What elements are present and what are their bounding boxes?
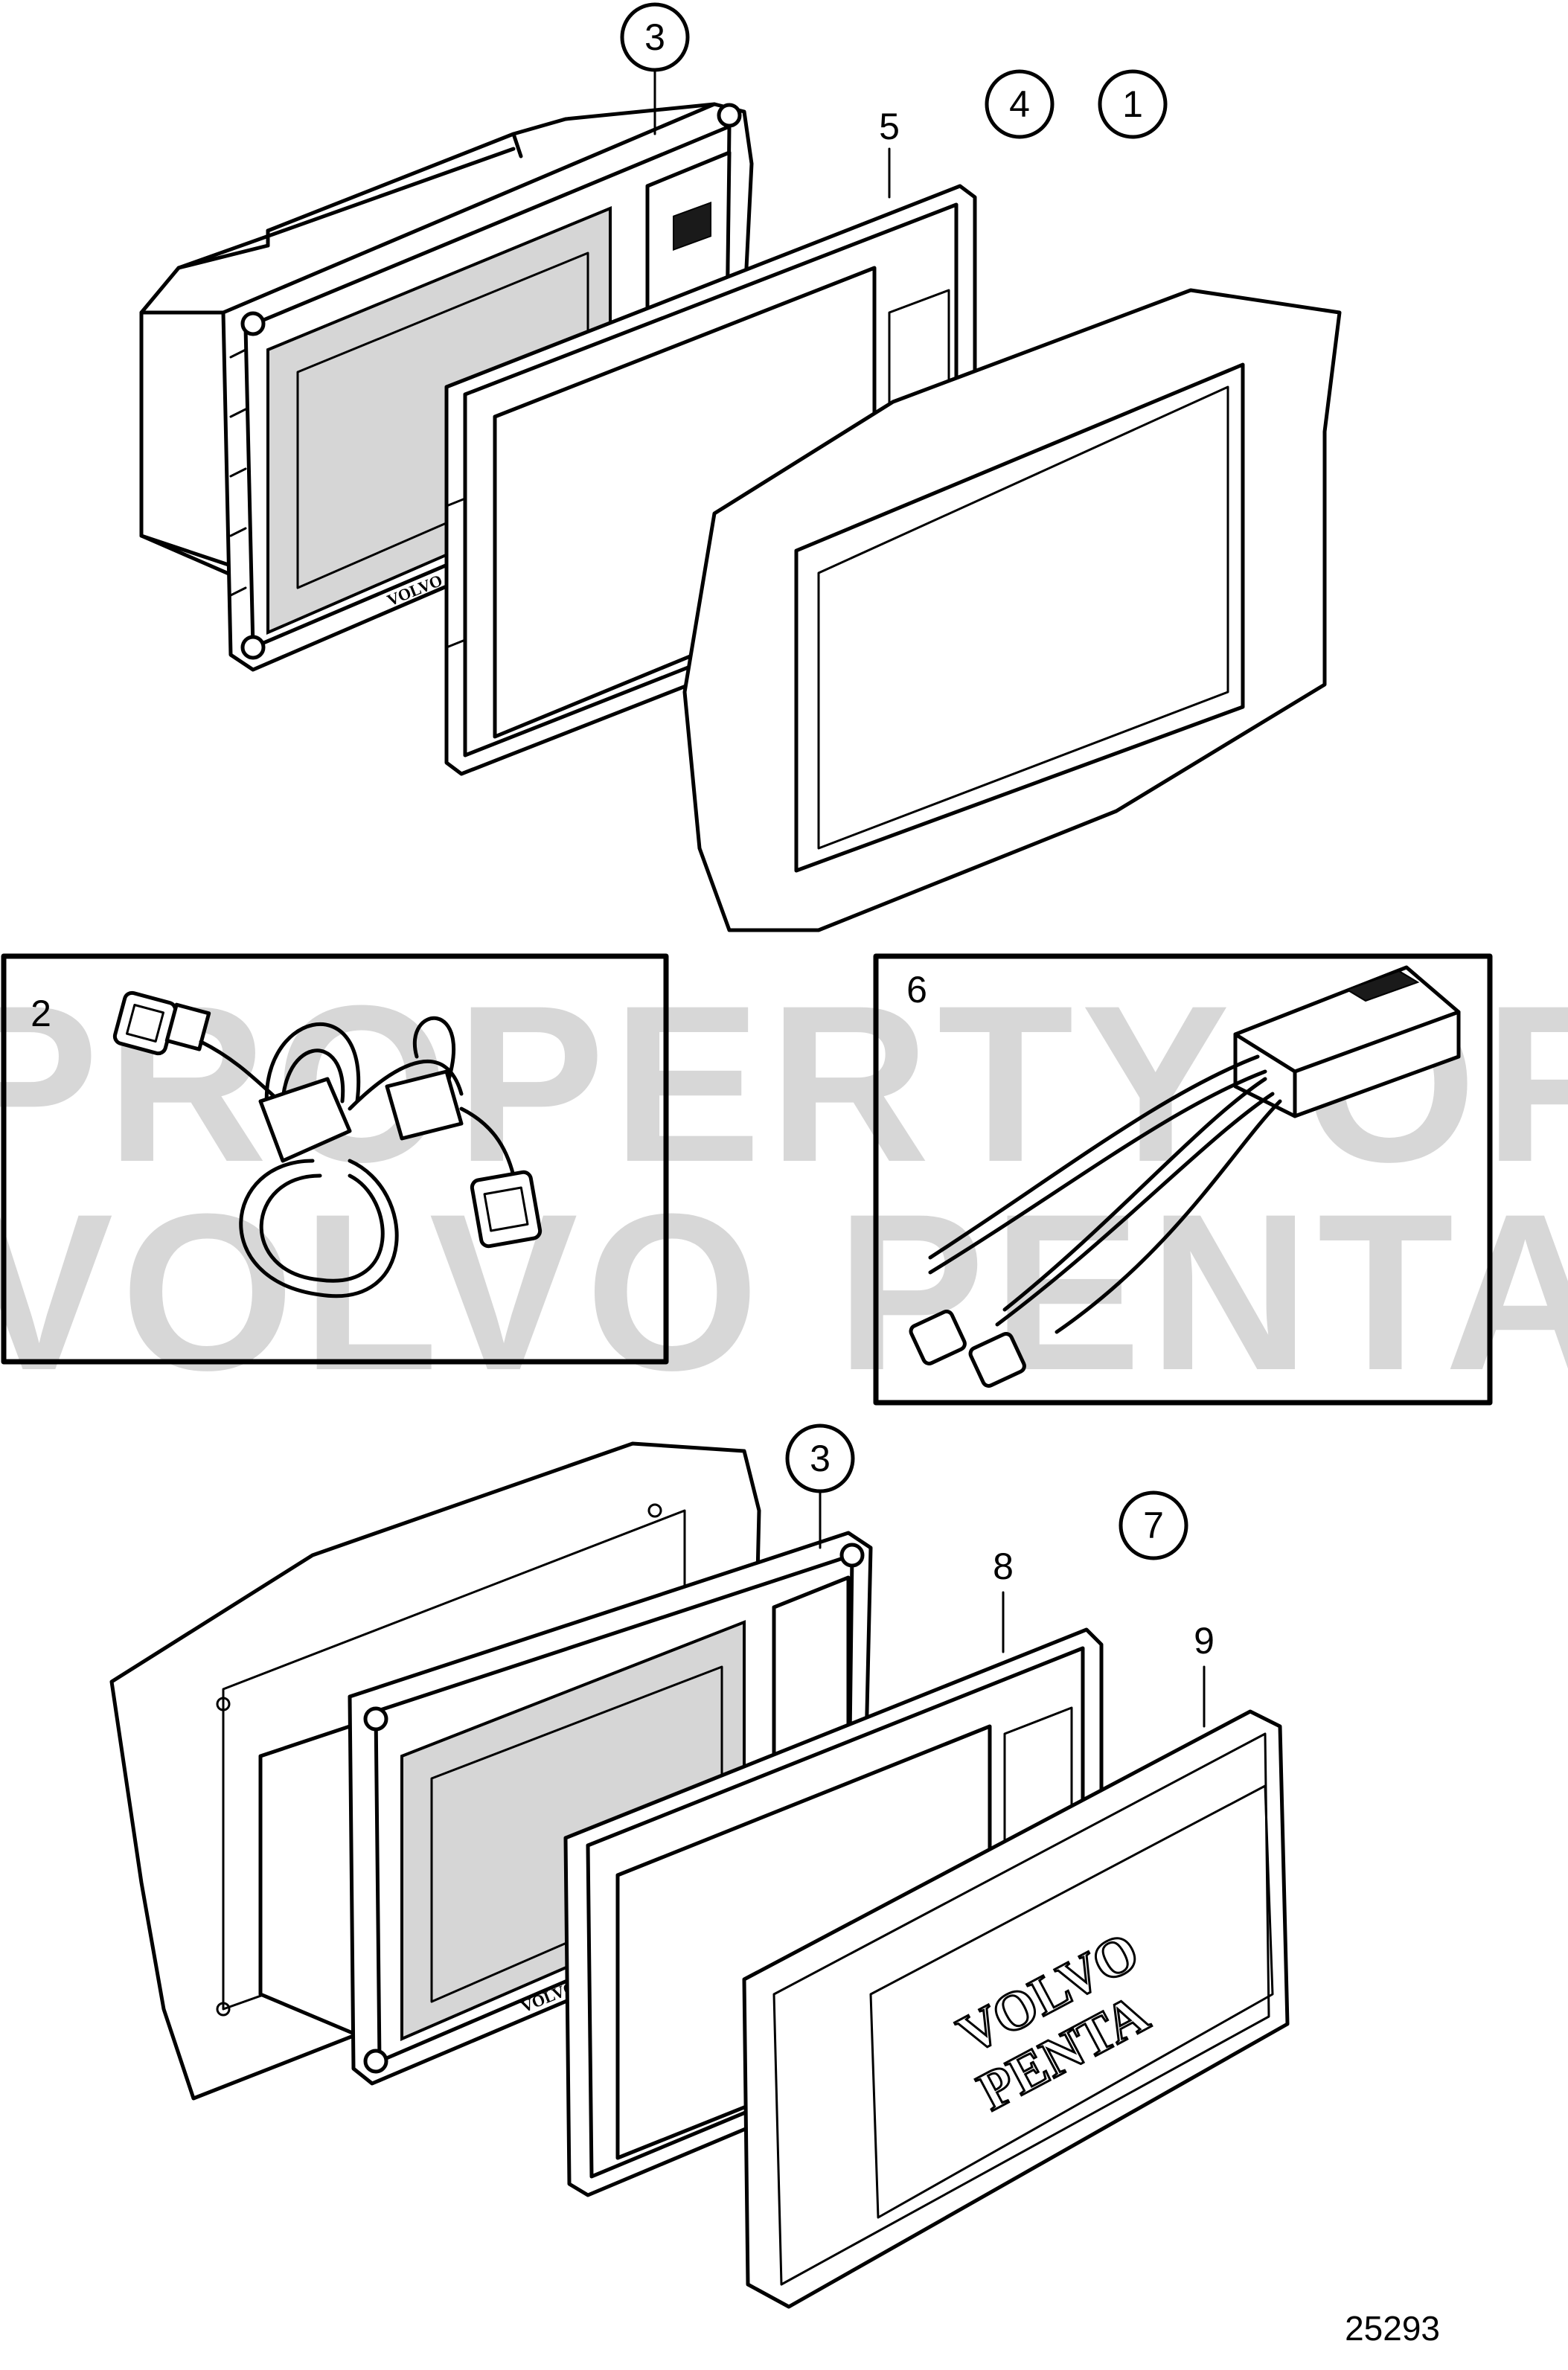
watermark-line-2: VOLVO PENTA bbox=[0, 1167, 1568, 1417]
callout-6-label: 6 bbox=[906, 969, 927, 1011]
harness-box: 2 bbox=[1, 953, 669, 1365]
callout-1: 1 bbox=[1098, 69, 1168, 139]
callout-5: 5 bbox=[879, 106, 900, 199]
callout-7: 7 bbox=[1119, 1490, 1188, 1560]
callout-9-label: 9 bbox=[1194, 1620, 1215, 1662]
callout-4: 4 bbox=[985, 69, 1055, 139]
mounting-gasket-top bbox=[682, 288, 1342, 932]
callout-8-label: 8 bbox=[993, 1546, 1014, 1587]
callout-8: 8 bbox=[993, 1546, 1014, 1653]
callout-2-label: 2 bbox=[31, 993, 51, 1034]
sun-cover-bottom: VOLVO PENTA bbox=[742, 1709, 1290, 2309]
callout-9: 9 bbox=[1194, 1620, 1215, 1728]
top-assembly: VOLVO 3 4 1 bbox=[139, 2, 1342, 932]
callout-4-label: 4 bbox=[1009, 83, 1030, 125]
bottom-assembly: VOLVO VOLVO PENTA 3 7 bbox=[109, 1423, 1290, 2309]
drawing-number: 25293 bbox=[1345, 2309, 1440, 2348]
callout-3-top-label: 3 bbox=[644, 16, 665, 58]
callout-3-bottom: 3 bbox=[785, 1423, 855, 1549]
callout-3-top: 3 bbox=[620, 2, 690, 135]
adapter-box: 6 bbox=[873, 953, 1493, 1406]
callout-7-label: 7 bbox=[1143, 1505, 1164, 1546]
callout-5-label: 5 bbox=[879, 106, 900, 147]
callout-3-bottom-label: 3 bbox=[810, 1438, 831, 1479]
callout-1-label: 1 bbox=[1122, 83, 1143, 125]
